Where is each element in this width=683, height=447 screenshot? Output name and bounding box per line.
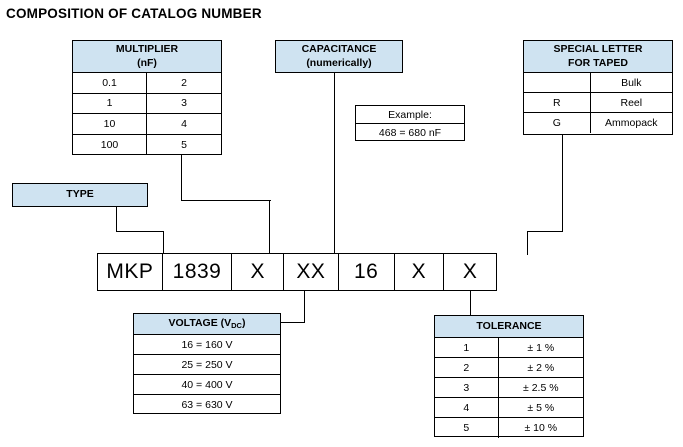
connector-type-vertical-2 bbox=[163, 231, 165, 255]
catalog-segment-voltage: 16 bbox=[339, 254, 395, 290]
type-box: TYPE bbox=[12, 183, 148, 207]
multiplier-value: 2 bbox=[181, 76, 187, 89]
table-row: 4 ± 5 % bbox=[435, 398, 583, 418]
catalog-segment-capacitance: XX bbox=[284, 254, 339, 290]
multiplier-value: 5 bbox=[181, 138, 187, 151]
special-letter-code bbox=[524, 73, 591, 92]
tolerance-value: ± 1 % bbox=[527, 341, 555, 354]
example-box: Example: 468 = 680 nF bbox=[355, 105, 465, 141]
special-letter-header-row: SPECIAL LETTER FOR TAPED bbox=[524, 41, 672, 73]
table-row: 2 ± 2 % bbox=[435, 358, 583, 378]
connector-voltage-vertical bbox=[304, 291, 306, 323]
multiplier-header-row: MULTIPLIER (nF) bbox=[73, 41, 221, 73]
multiplier-table: MULTIPLIER (nF) 0.1 2 1 3 10 4 100 5 bbox=[72, 40, 222, 155]
tolerance-value: ± 2.5 % bbox=[523, 381, 559, 394]
tolerance-code: 1 bbox=[435, 338, 499, 357]
multiplier-value: 4 bbox=[181, 117, 187, 130]
table-row: 1 ± 1 % bbox=[435, 338, 583, 358]
multiplier-value: 3 bbox=[181, 97, 187, 110]
voltage-header: VOLTAGE (VDC) bbox=[134, 314, 280, 334]
multiplier-header-line2: (nF) bbox=[137, 56, 157, 69]
multiplier-code: 100 bbox=[73, 134, 147, 155]
capacitance-box: CAPACITANCE (numerically) bbox=[275, 40, 403, 73]
table-row: 100 5 bbox=[73, 134, 221, 155]
multiplier-code: 1 bbox=[73, 93, 147, 113]
type-header-row: TYPE bbox=[13, 184, 147, 206]
voltage-value: 25 = 250 V bbox=[181, 358, 233, 371]
table-row: R Reel bbox=[524, 93, 672, 113]
table-row: 10 4 bbox=[73, 114, 221, 135]
catalog-segment-series: 1839 bbox=[163, 254, 233, 290]
special-letter-table: SPECIAL LETTER FOR TAPED Bulk R Reel G A… bbox=[523, 40, 673, 135]
connector-special-letter-vertical-2 bbox=[527, 231, 529, 255]
connector-multiplier-vertical-1 bbox=[181, 155, 183, 201]
catalog-segment-multiplier: X bbox=[232, 254, 285, 290]
connector-multiplier-horizontal bbox=[181, 200, 271, 202]
connector-special-letter-horizontal bbox=[527, 231, 563, 233]
capacitance-header: CAPACITANCE (numerically) bbox=[276, 41, 402, 72]
table-row: 40 = 400 V bbox=[134, 375, 280, 395]
tolerance-code: 5 bbox=[435, 418, 499, 438]
special-letter-value: Bulk bbox=[621, 76, 642, 89]
catalog-number-strip: MKP 1839 X XX 16 X X bbox=[97, 253, 497, 291]
example-label: Example: bbox=[388, 108, 432, 121]
multiplier-code: 0.1 bbox=[73, 73, 147, 93]
special-letter-value: Ammopack bbox=[605, 117, 658, 129]
connector-special-letter-vertical-1 bbox=[562, 135, 564, 232]
multiplier-header-line1: MULTIPLIER bbox=[115, 43, 179, 56]
example-value-row: 468 = 680 nF bbox=[356, 124, 464, 142]
special-letter-code: G bbox=[524, 113, 591, 133]
table-row: 1 3 bbox=[73, 93, 221, 114]
connector-type-horizontal bbox=[116, 231, 164, 233]
connector-capacitance-vertical bbox=[334, 73, 336, 255]
table-row: Bulk bbox=[524, 73, 672, 93]
tolerance-code: 4 bbox=[435, 398, 499, 417]
voltage-header-row: VOLTAGE (VDC) bbox=[134, 314, 280, 335]
tolerance-value: ± 5 % bbox=[527, 401, 555, 414]
voltage-value: 16 = 160 V bbox=[181, 338, 233, 351]
multiplier-header: MULTIPLIER (nF) bbox=[73, 41, 221, 72]
connector-multiplier-vertical-2 bbox=[269, 200, 271, 255]
voltage-value: 40 = 400 V bbox=[181, 378, 233, 391]
catalog-segment-type: MKP bbox=[98, 254, 163, 290]
voltage-value: 63 = 630 V bbox=[181, 399, 233, 411]
type-header: TYPE bbox=[13, 184, 147, 206]
voltage-table: VOLTAGE (VDC) 16 = 160 V 25 = 250 V 40 =… bbox=[133, 313, 281, 414]
tolerance-value: ± 10 % bbox=[524, 422, 558, 434]
connector-tolerance-vertical bbox=[470, 291, 472, 316]
catalog-segment-tolerance: X bbox=[395, 254, 445, 290]
special-letter-code: R bbox=[524, 93, 591, 112]
voltage-header-text: VOLTAGE (VDC) bbox=[168, 317, 246, 331]
tolerance-code: 2 bbox=[435, 358, 499, 377]
tolerance-table: TOLERANCE 1 ± 1 % 2 ± 2 % 3 ± 2.5 % 4 ± … bbox=[434, 315, 584, 438]
multiplier-code: 10 bbox=[73, 114, 147, 134]
special-letter-value: Reel bbox=[620, 96, 643, 109]
tolerance-value: ± 2 % bbox=[527, 361, 555, 374]
capacitance-header-row: CAPACITANCE (numerically) bbox=[276, 41, 402, 72]
special-letter-header-line2: FOR TAPED bbox=[568, 56, 628, 69]
page-title: COMPOSITION OF CATALOG NUMBER bbox=[6, 6, 262, 21]
table-row: 3 ± 2.5 % bbox=[435, 378, 583, 398]
table-row: 63 = 630 V bbox=[134, 395, 280, 415]
tolerance-code: 3 bbox=[435, 378, 499, 397]
capacitance-header-line2: (numerically) bbox=[306, 56, 372, 69]
table-row: 5 ± 10 % bbox=[435, 418, 583, 438]
tolerance-header: TOLERANCE bbox=[435, 316, 583, 337]
special-letter-header-line1: SPECIAL LETTER bbox=[553, 43, 643, 56]
table-row: 25 = 250 V bbox=[134, 355, 280, 375]
example-value: 468 = 680 nF bbox=[378, 127, 442, 139]
capacitance-header-line1: CAPACITANCE bbox=[301, 43, 377, 56]
example-label-row: Example: bbox=[356, 106, 464, 124]
table-row: 16 = 160 V bbox=[134, 335, 280, 355]
special-letter-header: SPECIAL LETTER FOR TAPED bbox=[524, 41, 672, 72]
table-row: G Ammopack bbox=[524, 113, 672, 133]
catalog-segment-special-letter: X bbox=[462, 260, 478, 283]
tolerance-header-row: TOLERANCE bbox=[435, 316, 583, 338]
connector-type-vertical-1 bbox=[116, 207, 118, 232]
connector-voltage-horizontal bbox=[280, 322, 305, 324]
table-row: 0.1 2 bbox=[73, 73, 221, 94]
